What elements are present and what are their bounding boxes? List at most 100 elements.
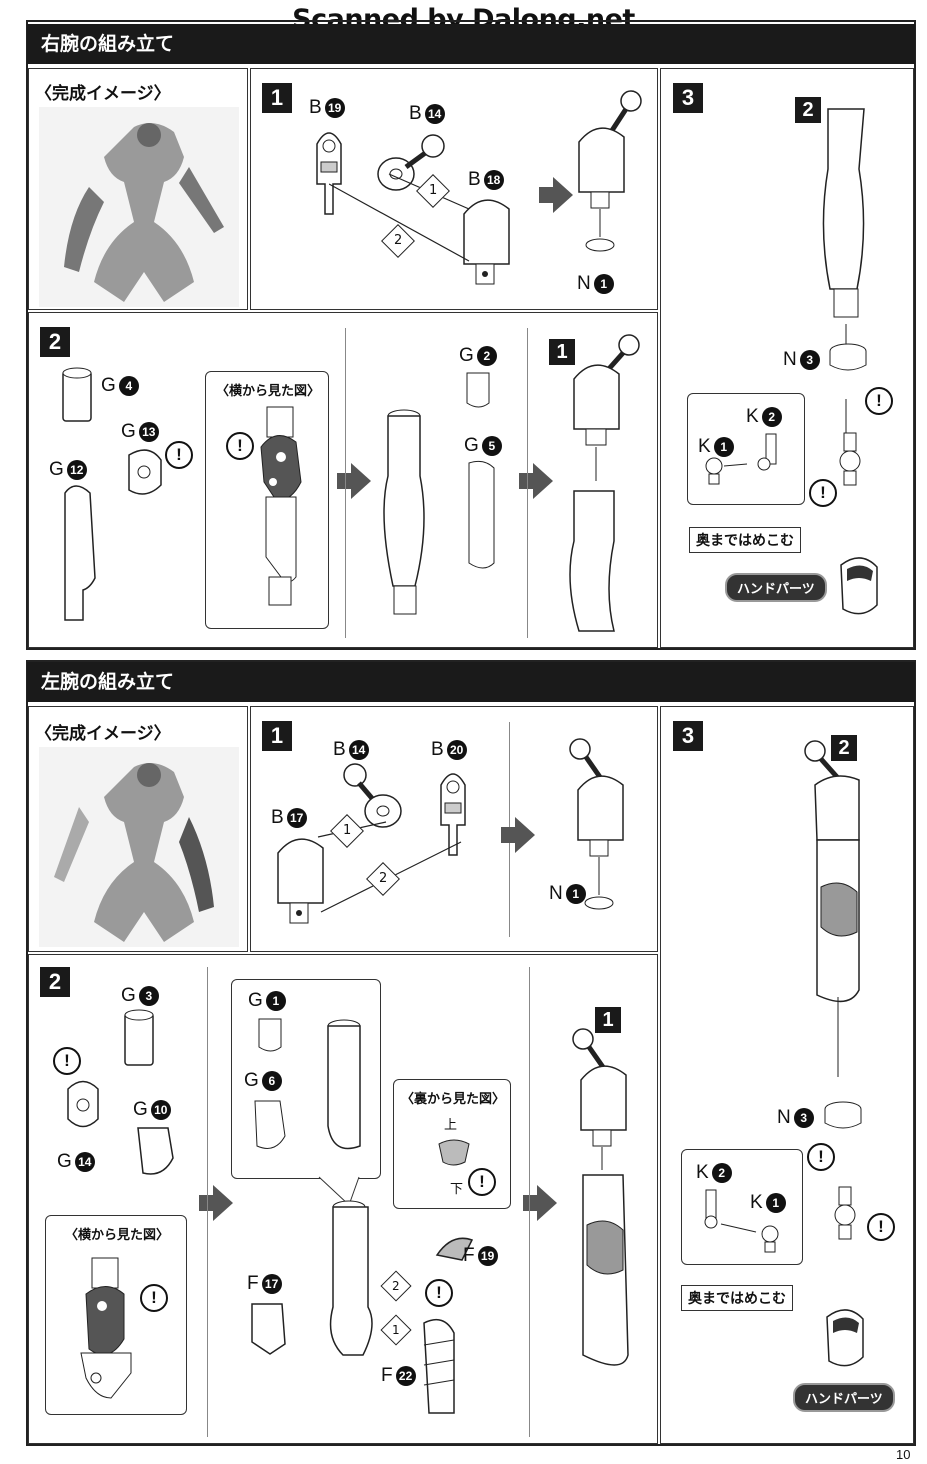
left-push-note: 奥まではめこむ bbox=[681, 1285, 793, 1311]
right-preview-panel: 〈完成イメージ〉 bbox=[28, 68, 248, 310]
left-arm-header: 左腕の組み立て bbox=[27, 662, 915, 702]
left-side-view-box: 〈横から見た図〉 ! bbox=[45, 1215, 187, 1415]
right-step3-sub-number: 2 bbox=[795, 97, 821, 123]
left-step3-joint-image bbox=[834, 1186, 856, 1240]
right-step1-next-arrow bbox=[539, 177, 573, 213]
part-n3-image bbox=[829, 343, 867, 371]
part-b18-image bbox=[463, 199, 510, 285]
left-side-view-title: 〈横から見た図〉 bbox=[64, 1228, 169, 1243]
part-g1-image bbox=[258, 1018, 282, 1052]
right-step2-warning-icon: ! bbox=[165, 441, 193, 469]
right-step2-arrow-2 bbox=[519, 463, 553, 499]
left-step2-arrow-1 bbox=[199, 1185, 233, 1221]
left-step2-upper-arm-image bbox=[329, 1200, 373, 1356]
left-side-view-warning-icon: ! bbox=[140, 1284, 168, 1312]
left-step2-divider-1 bbox=[207, 967, 208, 1437]
page-number: 10 bbox=[896, 1447, 911, 1462]
part-b14-image bbox=[377, 134, 445, 191]
part-g14-image bbox=[67, 1080, 99, 1128]
right-step2-divider-2 bbox=[527, 328, 528, 638]
right-push-note: 奥まではめこむ bbox=[689, 527, 801, 553]
right-step2-sub-number: 1 bbox=[549, 339, 575, 365]
right-step2-divider-1 bbox=[345, 328, 346, 638]
back-view-part-image bbox=[438, 1139, 470, 1166]
left-step2-divider-2 bbox=[529, 967, 530, 1437]
side-view-title: 〈横から見た図〉 bbox=[215, 384, 320, 399]
part-f22-image bbox=[423, 1318, 455, 1414]
right-hand-parts-badge: ハンドパーツ bbox=[725, 573, 827, 602]
left-step1-next-arrow bbox=[501, 817, 535, 853]
left-arm-title: 左腕の組み立て bbox=[41, 671, 175, 693]
left-preview-figure-image bbox=[39, 747, 239, 947]
left-detail-arm-image bbox=[327, 1019, 361, 1150]
right-step3-warning-icon-1: ! bbox=[865, 387, 893, 415]
left-arm-section bbox=[26, 660, 916, 1446]
back-view-title: 〈裏から見た図〉 bbox=[400, 1092, 505, 1107]
right-side-view-box: 〈横から見た図〉 ! bbox=[205, 371, 329, 629]
left-step3-sub-number: 2 bbox=[831, 735, 857, 761]
right-arm-title: 右腕の組み立て bbox=[41, 33, 175, 55]
left-step3-arm-image bbox=[804, 740, 860, 1077]
side-view-part-image bbox=[260, 406, 302, 606]
left-step2-warning-icon-2: ! bbox=[425, 1279, 453, 1307]
right-hand-part-image bbox=[840, 557, 878, 615]
left-step3-warning-icon-2: ! bbox=[867, 1213, 895, 1241]
right-step2-number: 2 bbox=[40, 327, 70, 357]
left-step2-number: 2 bbox=[40, 967, 70, 997]
left-step1-result-image bbox=[569, 738, 624, 910]
right-preview-figure-image bbox=[39, 107, 239, 307]
part-lb14-image bbox=[343, 763, 402, 828]
part-g13-image bbox=[128, 449, 162, 495]
back-view-down-label: 下 bbox=[450, 1182, 464, 1197]
left-hand-parts-badge: ハンドパーツ bbox=[793, 1383, 895, 1412]
side-view-warning-icon: ! bbox=[226, 432, 254, 460]
part-b19-image bbox=[316, 132, 342, 215]
right-preview-caption: 〈完成イメージ〉 bbox=[35, 84, 171, 104]
part-g3-image bbox=[124, 1009, 154, 1066]
back-view-warning-icon: ! bbox=[468, 1168, 496, 1196]
part-g10-image bbox=[137, 1127, 174, 1175]
right-step2-upper-arm-image bbox=[383, 409, 425, 615]
part-g6-image bbox=[254, 1100, 286, 1149]
left-step2-sub-number: 1 bbox=[595, 1007, 621, 1033]
right-step3-number: 3 bbox=[673, 83, 703, 113]
right-step3-joint-image bbox=[839, 432, 861, 486]
part-f17-image bbox=[251, 1303, 286, 1355]
part-ln3-image bbox=[824, 1101, 862, 1129]
part-lb20-image bbox=[440, 773, 466, 856]
left-step2-warning-icon-1: ! bbox=[53, 1047, 81, 1075]
part-k1-k2-image bbox=[705, 433, 777, 485]
left-hand-part-image bbox=[826, 1309, 864, 1367]
right-arm-section bbox=[26, 20, 916, 650]
left-preview-caption: 〈完成イメージ〉 bbox=[35, 724, 171, 744]
left-step2-arrow-2 bbox=[523, 1185, 557, 1221]
left-back-view-box: 〈裏から見た図〉 上 下 ! bbox=[393, 1079, 511, 1209]
left-step2-result-image bbox=[572, 1028, 629, 1366]
part-g12-image bbox=[64, 485, 96, 621]
